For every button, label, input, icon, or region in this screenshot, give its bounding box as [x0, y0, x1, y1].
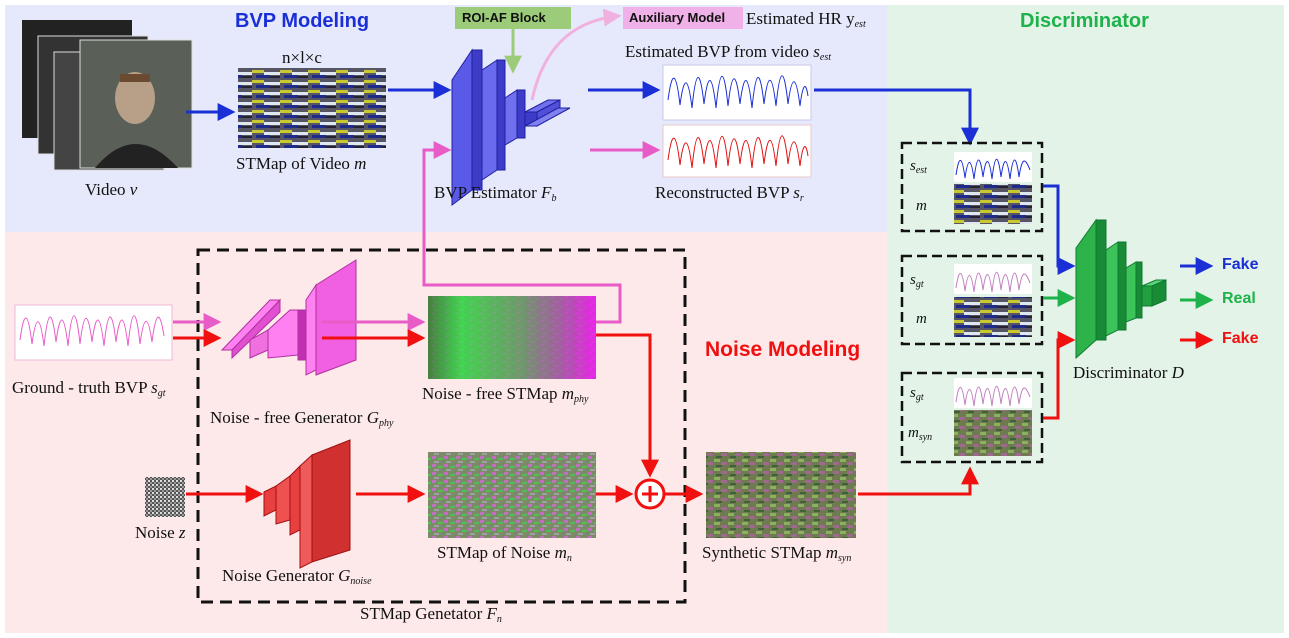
arrow-est-disc [1043, 184, 1076, 275]
pair-gt-bottom-label: m [916, 311, 927, 327]
arrow-syn-pair-disc [1043, 331, 1076, 420]
recon-bvp-wave [667, 135, 809, 169]
pair-syn-top-label: sgt [910, 385, 924, 403]
output-real: Real [1222, 290, 1256, 307]
synthetic-stmap-label: Synthetic STMap msyn [702, 543, 852, 564]
noise-generator-network [263, 439, 351, 569]
bvp-estimator-label: BVP Estimator Fb [434, 183, 557, 204]
stmap-noise-image [428, 452, 596, 538]
recon-bvp-label: Reconstructed BVP sr [655, 183, 804, 204]
discriminator-label: Discriminator D [1073, 363, 1184, 382]
noise-image [145, 477, 185, 517]
recon-bvp-plot [662, 124, 812, 178]
arrow-phy-estimator [422, 141, 622, 324]
synthetic-stmap-image [706, 452, 856, 538]
noise-section-bg [5, 232, 887, 633]
stmap-generator-label: STMap Genetator Fn [360, 604, 502, 625]
noise-free-stmap-label: Noise - free STMap mphy [422, 384, 589, 405]
disc-pair-gt [900, 254, 1044, 346]
disc-pair-est [900, 141, 1044, 233]
output-fake-blue: Fake [1222, 256, 1259, 273]
gt-bvp-label: Ground - truth BVP sgt [12, 378, 166, 399]
stmap-video-label: STMap of Video m [236, 154, 367, 173]
aux-model-box [623, 7, 743, 29]
discriminator-network [1075, 218, 1167, 360]
roi-af-label: ROI-AF Block [462, 10, 546, 25]
nlc-label: n×l×c [282, 48, 322, 67]
arrow-aux [530, 8, 622, 101]
est-bvp-label: Estimated BVP from video sest [625, 42, 831, 63]
video-label: Video v [85, 180, 138, 199]
arrow-bvp-disc [814, 88, 979, 146]
video-frames [22, 20, 193, 171]
output-fake-red: Fake [1222, 330, 1259, 347]
disc-pair-syn [900, 371, 1044, 464]
bvp-modeling-title: BVP Modeling [235, 10, 370, 32]
noise-gen-label: Noise Generator Gnoise [222, 566, 372, 587]
stmap-generator-box [196, 248, 687, 604]
pair-est-top-label: sest [910, 158, 927, 176]
noise-free-gen-label: Noise - free Generator Gphy [210, 408, 394, 429]
roi-af-box [455, 7, 571, 29]
pair-est-bottom-label: m [916, 198, 927, 214]
pair-syn-bottom-label: msyn [908, 425, 933, 443]
aux-model-label: Auxiliary Model [629, 10, 726, 25]
est-bvp-plot [662, 64, 812, 121]
gt-bvp-wave [19, 315, 165, 347]
arrow-phy-plus [596, 333, 659, 478]
stmap-noise-label: STMap of Noise mn [437, 543, 572, 564]
arrow-syn-disc [858, 466, 979, 496]
est-hr-label: Estimated HR yest [746, 9, 866, 30]
bvp-estimator-network [451, 48, 571, 206]
discriminator-title: Discriminator [1020, 10, 1149, 32]
noise-label: Noise z [135, 523, 186, 542]
stmap-video-image [238, 68, 386, 148]
noise-free-generator-network [220, 259, 357, 376]
noise-modeling-title: Noise Modeling [705, 338, 861, 361]
est-bvp-wave [667, 75, 809, 109]
pair-gt-top-label: sgt [910, 272, 924, 290]
